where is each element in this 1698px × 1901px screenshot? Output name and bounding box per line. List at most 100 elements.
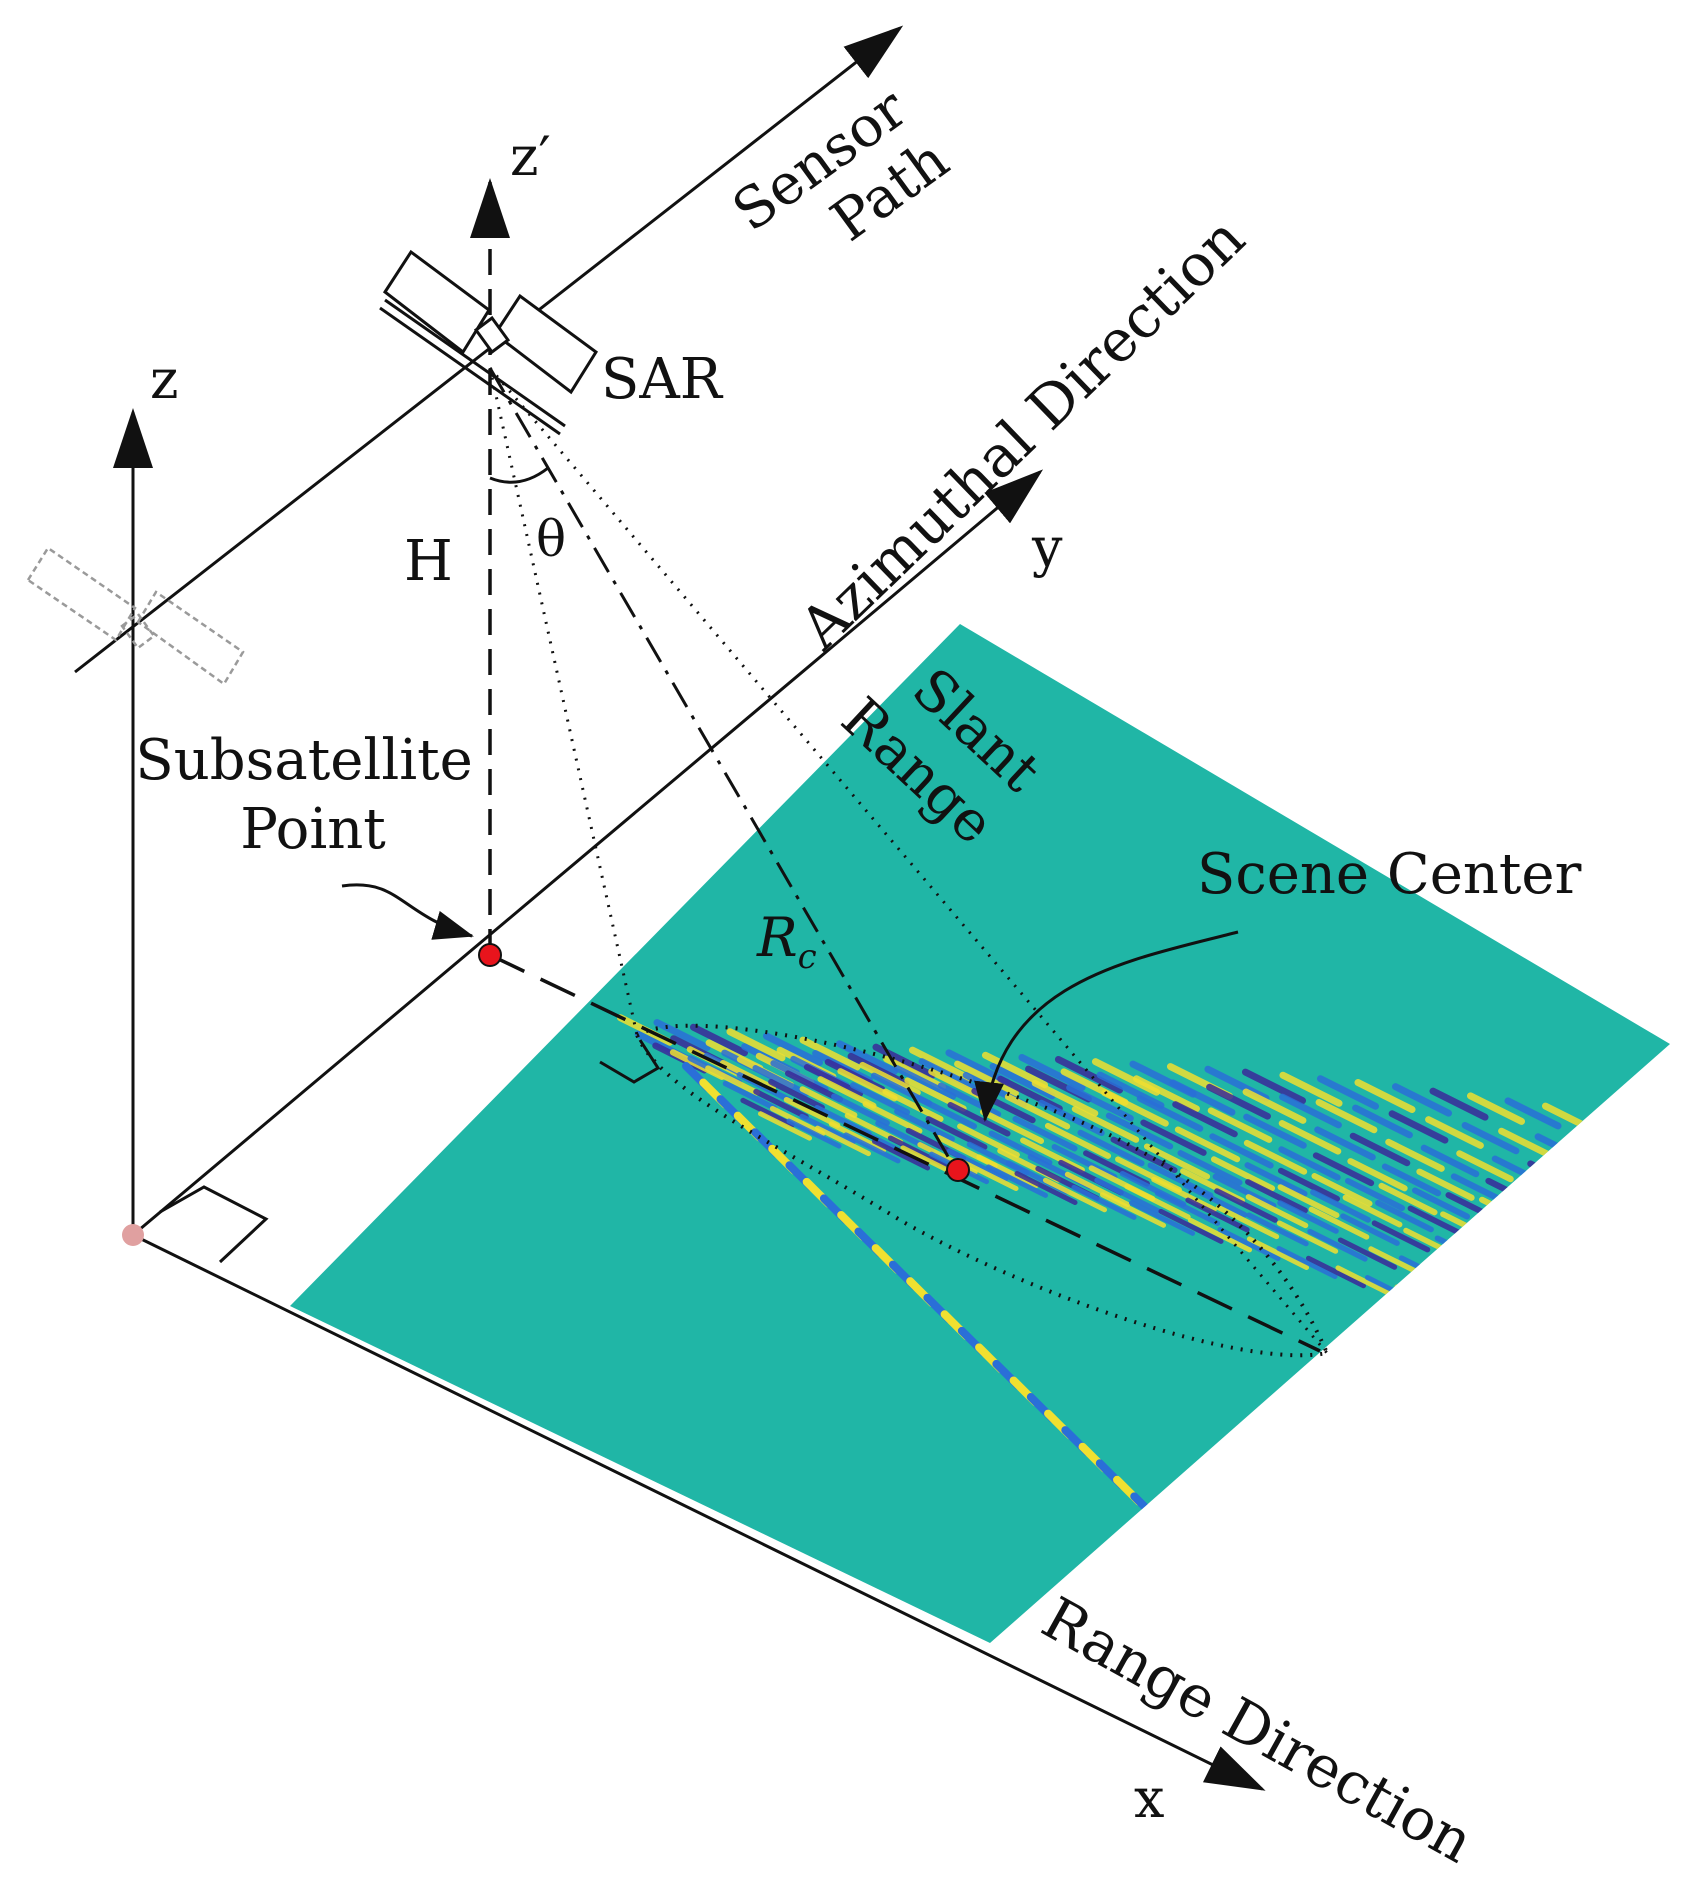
echo-stripe [799,1036,861,1071]
scene-center-label: Scene Center [1197,842,1582,907]
echo-stripe [1071,1184,1137,1220]
ghost-body [120,612,156,650]
echo-stripe [1243,1139,1308,1175]
echo-stripe [784,1070,844,1103]
echo-stripe [887,1135,948,1168]
echo-stripe [828,1121,887,1153]
echo-stripe [1512,1201,1568,1232]
satellite-rail-1 [384,298,566,428]
echo-stripe [1466,1092,1526,1125]
solar-panel-left [382,249,492,355]
sar-satellite [379,249,599,436]
echo-stripe [799,1113,856,1145]
range-dashed-line [489,953,1321,1353]
echo-stripe [1217,1226,1281,1262]
echo-stripe [1276,1246,1338,1280]
echo-stripe [740,1097,795,1128]
range-direction-label: Range Direction [1031,1584,1484,1876]
echo-stripe [1527,1160,1583,1192]
echo-stripe [1279,1093,1342,1129]
illuminated-footprint-ellipse [634,1023,1330,1358]
sensor-path-line [74,25,904,674]
echo-stripe [1420,1144,1480,1178]
echo-stripe [1456,1150,1514,1183]
echo-stripe [1245,1194,1309,1229]
echo-stripe [1177,1150,1243,1186]
echo-stripe [1490,1282,1545,1313]
echo-stripe [1483,1311,1537,1341]
echo-stripe [799,1086,858,1118]
echo-stripe [1308,1206,1370,1240]
echo-stripe [814,1125,872,1157]
echo-stripe [1071,1105,1140,1143]
echo-stripe [1342,1194,1403,1228]
slant-range-subscript: c [798,937,817,977]
echo-stripe [1277,1200,1339,1234]
right-angle-origin [159,1185,269,1264]
echo-stripe [1314,1126,1376,1161]
echo-stripe [1143,1143,1211,1180]
echo-stripe [1310,1189,1371,1223]
echo-stripe [803,1063,864,1097]
echo-stripe [653,1019,711,1052]
echo-stripe [719,1059,777,1091]
ghost-panel-left [26,546,137,642]
echo-stripe [1124,1183,1191,1220]
echo-stripe [1241,1068,1307,1105]
echo-stripes [617,1014,1598,1572]
echo-stripe [769,1105,826,1137]
beam-geometry [488,367,1330,1358]
azimuthal-direction-label: Azimuthal Direction [786,204,1258,663]
echo-stripe [1212,1173,1277,1209]
ghost-panel-right [136,590,245,686]
echo-stripe [1349,1132,1411,1167]
echo-stripe [1478,1196,1536,1228]
echo-stripe [1519,1182,1576,1213]
x-axis-range-direction [132,1233,1266,1791]
echo-stripe [705,1065,760,1096]
echo-stripe [1497,1251,1553,1282]
echo-stripe [1429,1264,1486,1296]
echo-stripe [1182,1182,1248,1218]
echo-stripe [1136,1095,1204,1132]
echo-stripe [689,1023,749,1057]
ground-scene-plate [290,624,1670,1643]
echo-stripe [957,1123,1020,1158]
echo-stripe [985,1164,1049,1198]
echo-stripe [1352,1104,1413,1139]
echo-stripe [783,1096,841,1128]
echo-stripe [1279,1071,1343,1107]
subsatellite-point-marker [478,943,502,967]
echo-stripe [1044,1122,1112,1159]
echo-stripe [1133,1075,1200,1113]
echo-stripe [1277,1167,1341,1202]
echo-stripe [1340,1213,1400,1246]
sensor-path-label: Sensor Path [721,66,972,298]
right-angle-marks [159,1039,661,1264]
height-label: H [404,529,453,594]
echo-stripe [1394,1284,1452,1316]
echo-stripe [894,1108,955,1142]
echo-stripe [1151,1176,1217,1213]
echo-stripe [726,1028,786,1062]
echo-stripe [1378,1182,1438,1216]
subsatellite-point-label: Subsatellite Point [135,728,490,862]
echo-stripe [1277,1184,1340,1219]
echo-stripe [1246,1236,1310,1270]
solar-panel-right [492,293,599,395]
echo-stripe [1407,1205,1466,1238]
echo-stripe [1210,1156,1276,1192]
echo-stripe [1077,1129,1145,1167]
slant-range-symbol-label: Rc [756,906,817,977]
echo-stripe [1018,1053,1086,1092]
echo-stripe [758,1111,812,1141]
echo-stripe [1505,1223,1560,1255]
echo-stripe [722,1080,778,1111]
right-angle-scene [599,1039,661,1084]
echo-stripe [1347,1158,1408,1192]
echo-stripe [1004,1093,1071,1130]
echo-stripe [1312,1152,1375,1187]
echo-stripe [1242,1088,1307,1124]
echo-stripe [988,1130,1053,1166]
